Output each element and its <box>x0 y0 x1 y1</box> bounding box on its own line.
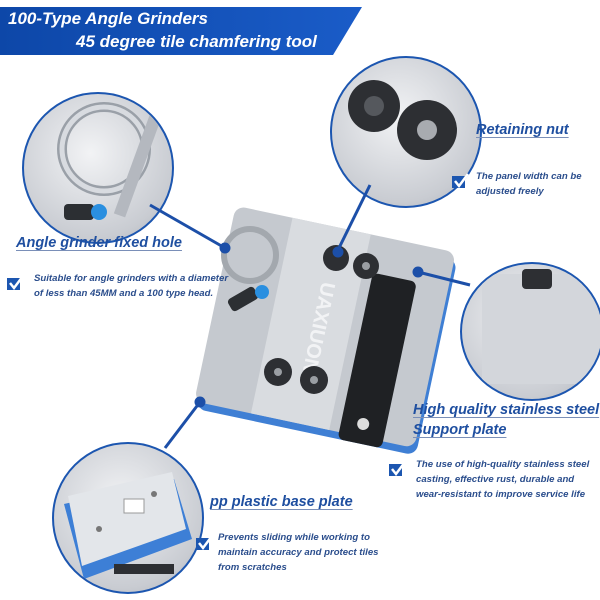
feature-desc-base-plate: Prevents sliding while working to mainta… <box>218 532 379 573</box>
grinder-ring-image <box>57 100 167 220</box>
feature-desc-grinder-hole: Suitable for angle grinders with a diame… <box>34 273 229 299</box>
detail-circle-base-plate <box>52 442 204 594</box>
checkbox-check-icon <box>452 173 469 189</box>
feature-title-support-plate-line1: High quality stainless steel <box>413 402 600 418</box>
feature-title-support-plate-line2: Support plate <box>413 422 507 438</box>
checkbox-check-icon <box>389 461 406 477</box>
feature-desc-retaining-nut: The panel width can be adjusted freely <box>476 171 582 197</box>
checkbox-check-icon <box>7 275 24 291</box>
feature-title-grinder-hole: Angle grinder fixed hole <box>16 235 182 251</box>
banner-title-line2: 45 degree tile chamfering tool <box>76 32 317 51</box>
feature-title-base-plate: pp plastic base plate <box>210 494 353 510</box>
feature-title-retaining-nut: Retaining nut <box>476 122 569 138</box>
checkbox-check-icon <box>196 535 213 551</box>
plate-edge-image <box>482 269 600 384</box>
nuts-image <box>348 80 457 160</box>
base-plate-image <box>64 472 192 579</box>
feature-desc-support-plate: The use of high-quality stainless steel … <box>416 459 590 500</box>
banner-title-line1: 100-Type Angle Grinders <box>8 9 208 28</box>
detail-circle-support-plate <box>460 262 600 401</box>
title-banner <box>0 7 362 55</box>
callout-lines <box>149 184 471 449</box>
detail-circle-grinder-hole <box>22 92 174 244</box>
